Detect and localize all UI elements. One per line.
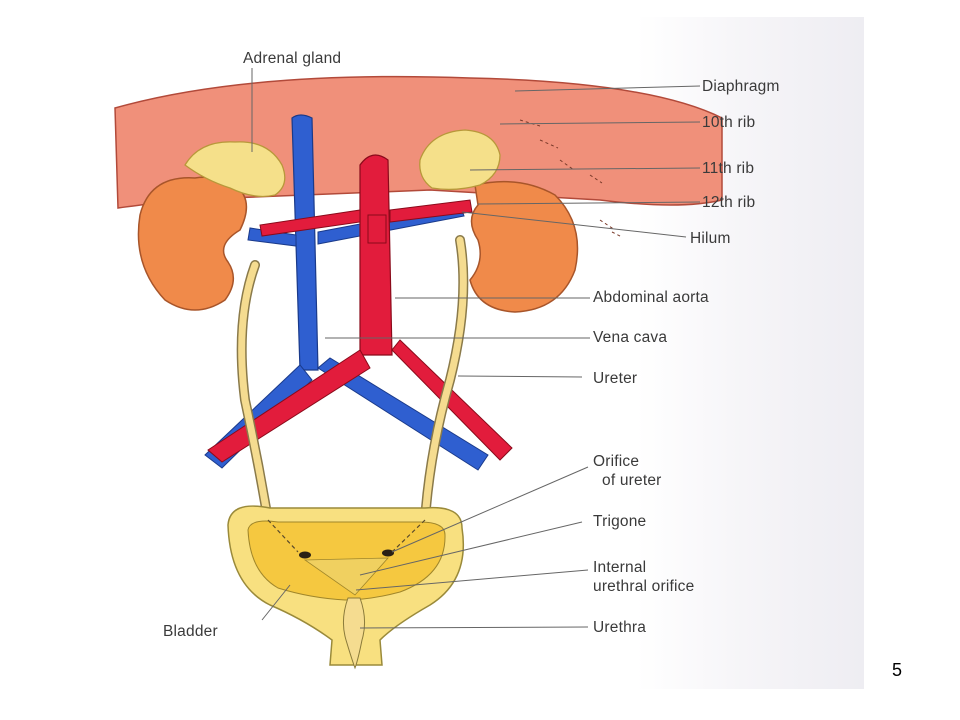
- label-internal-line1: Internal: [593, 559, 646, 576]
- label-internal-line2: urethral orifice: [593, 578, 694, 595]
- label-11th-rib: 11th rib: [702, 160, 754, 177]
- page-number: 5: [892, 660, 903, 680]
- label-10th-rib: 10th rib: [702, 114, 755, 131]
- label-orifice-line2: of ureter: [602, 472, 662, 489]
- abdominal-aorta: [359, 154, 393, 356]
- label-diaphragm: Diaphragm: [702, 78, 780, 95]
- left-kidney: [137, 176, 248, 311]
- urethra: [342, 597, 366, 670]
- label-orifice-line1: Orifice: [593, 453, 639, 470]
- trigone: [303, 557, 389, 596]
- label-hilum: Hilum: [690, 230, 731, 247]
- right-ureter-orifice: [382, 549, 394, 557]
- right-kidney: [469, 180, 579, 313]
- left-adrenal-gland: [184, 141, 286, 198]
- vena-cava: [291, 114, 319, 371]
- label-trigone: Trigone: [593, 513, 646, 530]
- label-12th-rib: 12th rib: [702, 194, 755, 211]
- left-ureter-orifice: [299, 551, 311, 559]
- label-adrenal-gland: Adrenal gland: [243, 50, 341, 67]
- right-adrenal-gland: [419, 129, 501, 191]
- urinary-system-diagram: Adrenal gland Diaphragm 10th rib 11th ri…: [114, 50, 780, 670]
- label-urethra: Urethra: [593, 619, 646, 636]
- label-ureter: Ureter: [593, 370, 637, 387]
- scanned-page: Adrenal gland Diaphragm 10th rib 11th ri…: [107, 17, 864, 689]
- label-vena-cava: Vena cava: [593, 329, 667, 346]
- label-bladder: Bladder: [163, 623, 218, 640]
- label-abdominal-aorta: Abdominal aorta: [593, 289, 709, 306]
